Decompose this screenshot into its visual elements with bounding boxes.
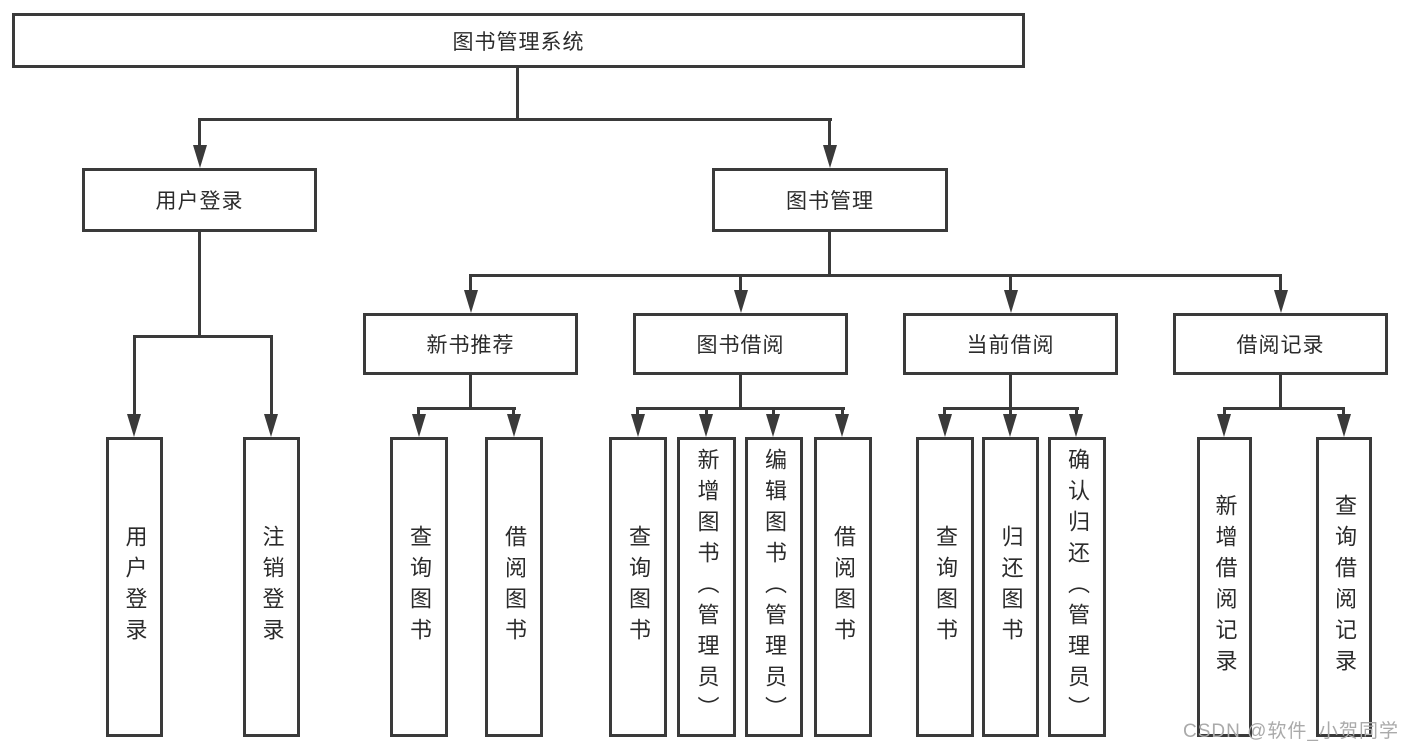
connector-line	[1279, 375, 1282, 407]
node-query-books: 查询图书	[390, 437, 448, 737]
arrow-down-icon	[507, 414, 521, 437]
arrow-down-icon	[734, 290, 748, 313]
node-library-system: 图书管理系统	[12, 13, 1025, 68]
node-user-login-group: 用户登录	[82, 168, 317, 232]
node-logout: 注销登录	[243, 437, 300, 737]
connector-line	[1342, 407, 1345, 414]
node-add-book-admin: 新增图书（管理员）	[677, 437, 736, 737]
node-confirm-return-admin-label: 确认归还（管理员）	[1065, 447, 1090, 727]
node-query-books: 查询图书	[916, 437, 974, 737]
connector-line	[1223, 407, 1226, 414]
node-edit-book-admin-label: 编辑图书（管理员）	[762, 447, 787, 727]
connector-line	[417, 407, 420, 414]
connector-line	[512, 407, 515, 414]
connector-line	[1279, 274, 1282, 290]
node-add-book-admin-label: 新增图书（管理员）	[694, 447, 720, 727]
arrow-down-icon	[1004, 290, 1018, 313]
node-query-borrow-record: 查询借阅记录	[1316, 437, 1372, 737]
connector-line	[943, 407, 946, 414]
connector-line	[1009, 375, 1012, 407]
arrow-down-icon	[193, 145, 207, 168]
connector-line	[469, 274, 1282, 277]
arrow-down-icon	[631, 414, 645, 437]
arrow-down-icon	[699, 414, 713, 437]
connector-line	[828, 232, 831, 274]
node-query-books-label: 查询图书	[626, 525, 651, 649]
node-new-book-recommend: 新书推荐	[363, 313, 578, 375]
node-add-borrow-record-label: 新增借阅记录	[1212, 494, 1238, 680]
node-borrow-books: 借阅图书	[485, 437, 543, 737]
arrow-down-icon	[264, 414, 278, 437]
csdn-watermark: CSDN @软件_小贺同学	[1183, 721, 1399, 742]
connector-line	[1009, 274, 1012, 290]
connector-line	[1223, 407, 1345, 410]
node-user-login-label: 用户登录	[122, 525, 148, 649]
connector-line	[841, 407, 844, 414]
connector-line	[828, 118, 831, 145]
node-add-borrow-record: 新增借阅记录	[1197, 437, 1252, 737]
arrow-down-icon	[1003, 414, 1017, 437]
connector-line	[133, 335, 136, 414]
connector-line	[469, 375, 472, 407]
arrow-down-icon	[412, 414, 426, 437]
arrow-down-icon	[823, 145, 837, 168]
node-query-borrow-record-label: 查询借阅记录	[1332, 494, 1357, 680]
connector-line	[636, 407, 639, 414]
node-current-borrow: 当前借阅	[903, 313, 1118, 375]
connector-line	[636, 407, 845, 410]
connector-line	[270, 335, 273, 414]
node-query-books: 查询图书	[609, 437, 667, 737]
connector-line	[198, 118, 832, 121]
node-return-books: 归还图书	[982, 437, 1039, 737]
node-return-books-label: 归还图书	[998, 525, 1024, 649]
arrow-down-icon	[1069, 414, 1083, 437]
node-confirm-return-admin: 确认归还（管理员）	[1048, 437, 1106, 737]
node-logout-label: 注销登录	[259, 525, 285, 649]
connector-line	[739, 274, 742, 290]
arrow-down-icon	[766, 414, 780, 437]
node-book-management: 图书管理	[712, 168, 948, 232]
arrow-down-icon	[938, 414, 952, 437]
arrow-down-icon	[464, 290, 478, 313]
node-book-borrow: 图书借阅	[633, 313, 848, 375]
node-borrow-records: 借阅记录	[1173, 313, 1388, 375]
arrow-down-icon	[127, 414, 141, 437]
connector-line	[516, 68, 519, 118]
connector-line	[469, 274, 472, 290]
connector-line	[198, 232, 201, 335]
connector-line	[739, 375, 742, 407]
node-edit-book-admin: 编辑图书（管理员）	[745, 437, 803, 737]
arrow-down-icon	[835, 414, 849, 437]
node-borrow-books: 借阅图书	[814, 437, 872, 737]
node-borrow-books-label: 借阅图书	[502, 525, 527, 649]
connector-line	[417, 407, 516, 410]
connector-line	[1075, 407, 1078, 414]
arrow-down-icon	[1274, 290, 1288, 313]
node-borrow-books-label: 借阅图书	[831, 525, 856, 649]
connector-line	[133, 335, 273, 338]
connector-line	[1009, 407, 1012, 414]
node-user-login: 用户登录	[106, 437, 163, 737]
node-query-books-label: 查询图书	[407, 525, 432, 649]
connector-line	[772, 407, 775, 414]
connector-line	[198, 118, 201, 145]
connector-line	[705, 407, 708, 414]
node-query-books-label: 查询图书	[933, 525, 958, 649]
arrow-down-icon	[1337, 414, 1351, 437]
arrow-down-icon	[1217, 414, 1231, 437]
